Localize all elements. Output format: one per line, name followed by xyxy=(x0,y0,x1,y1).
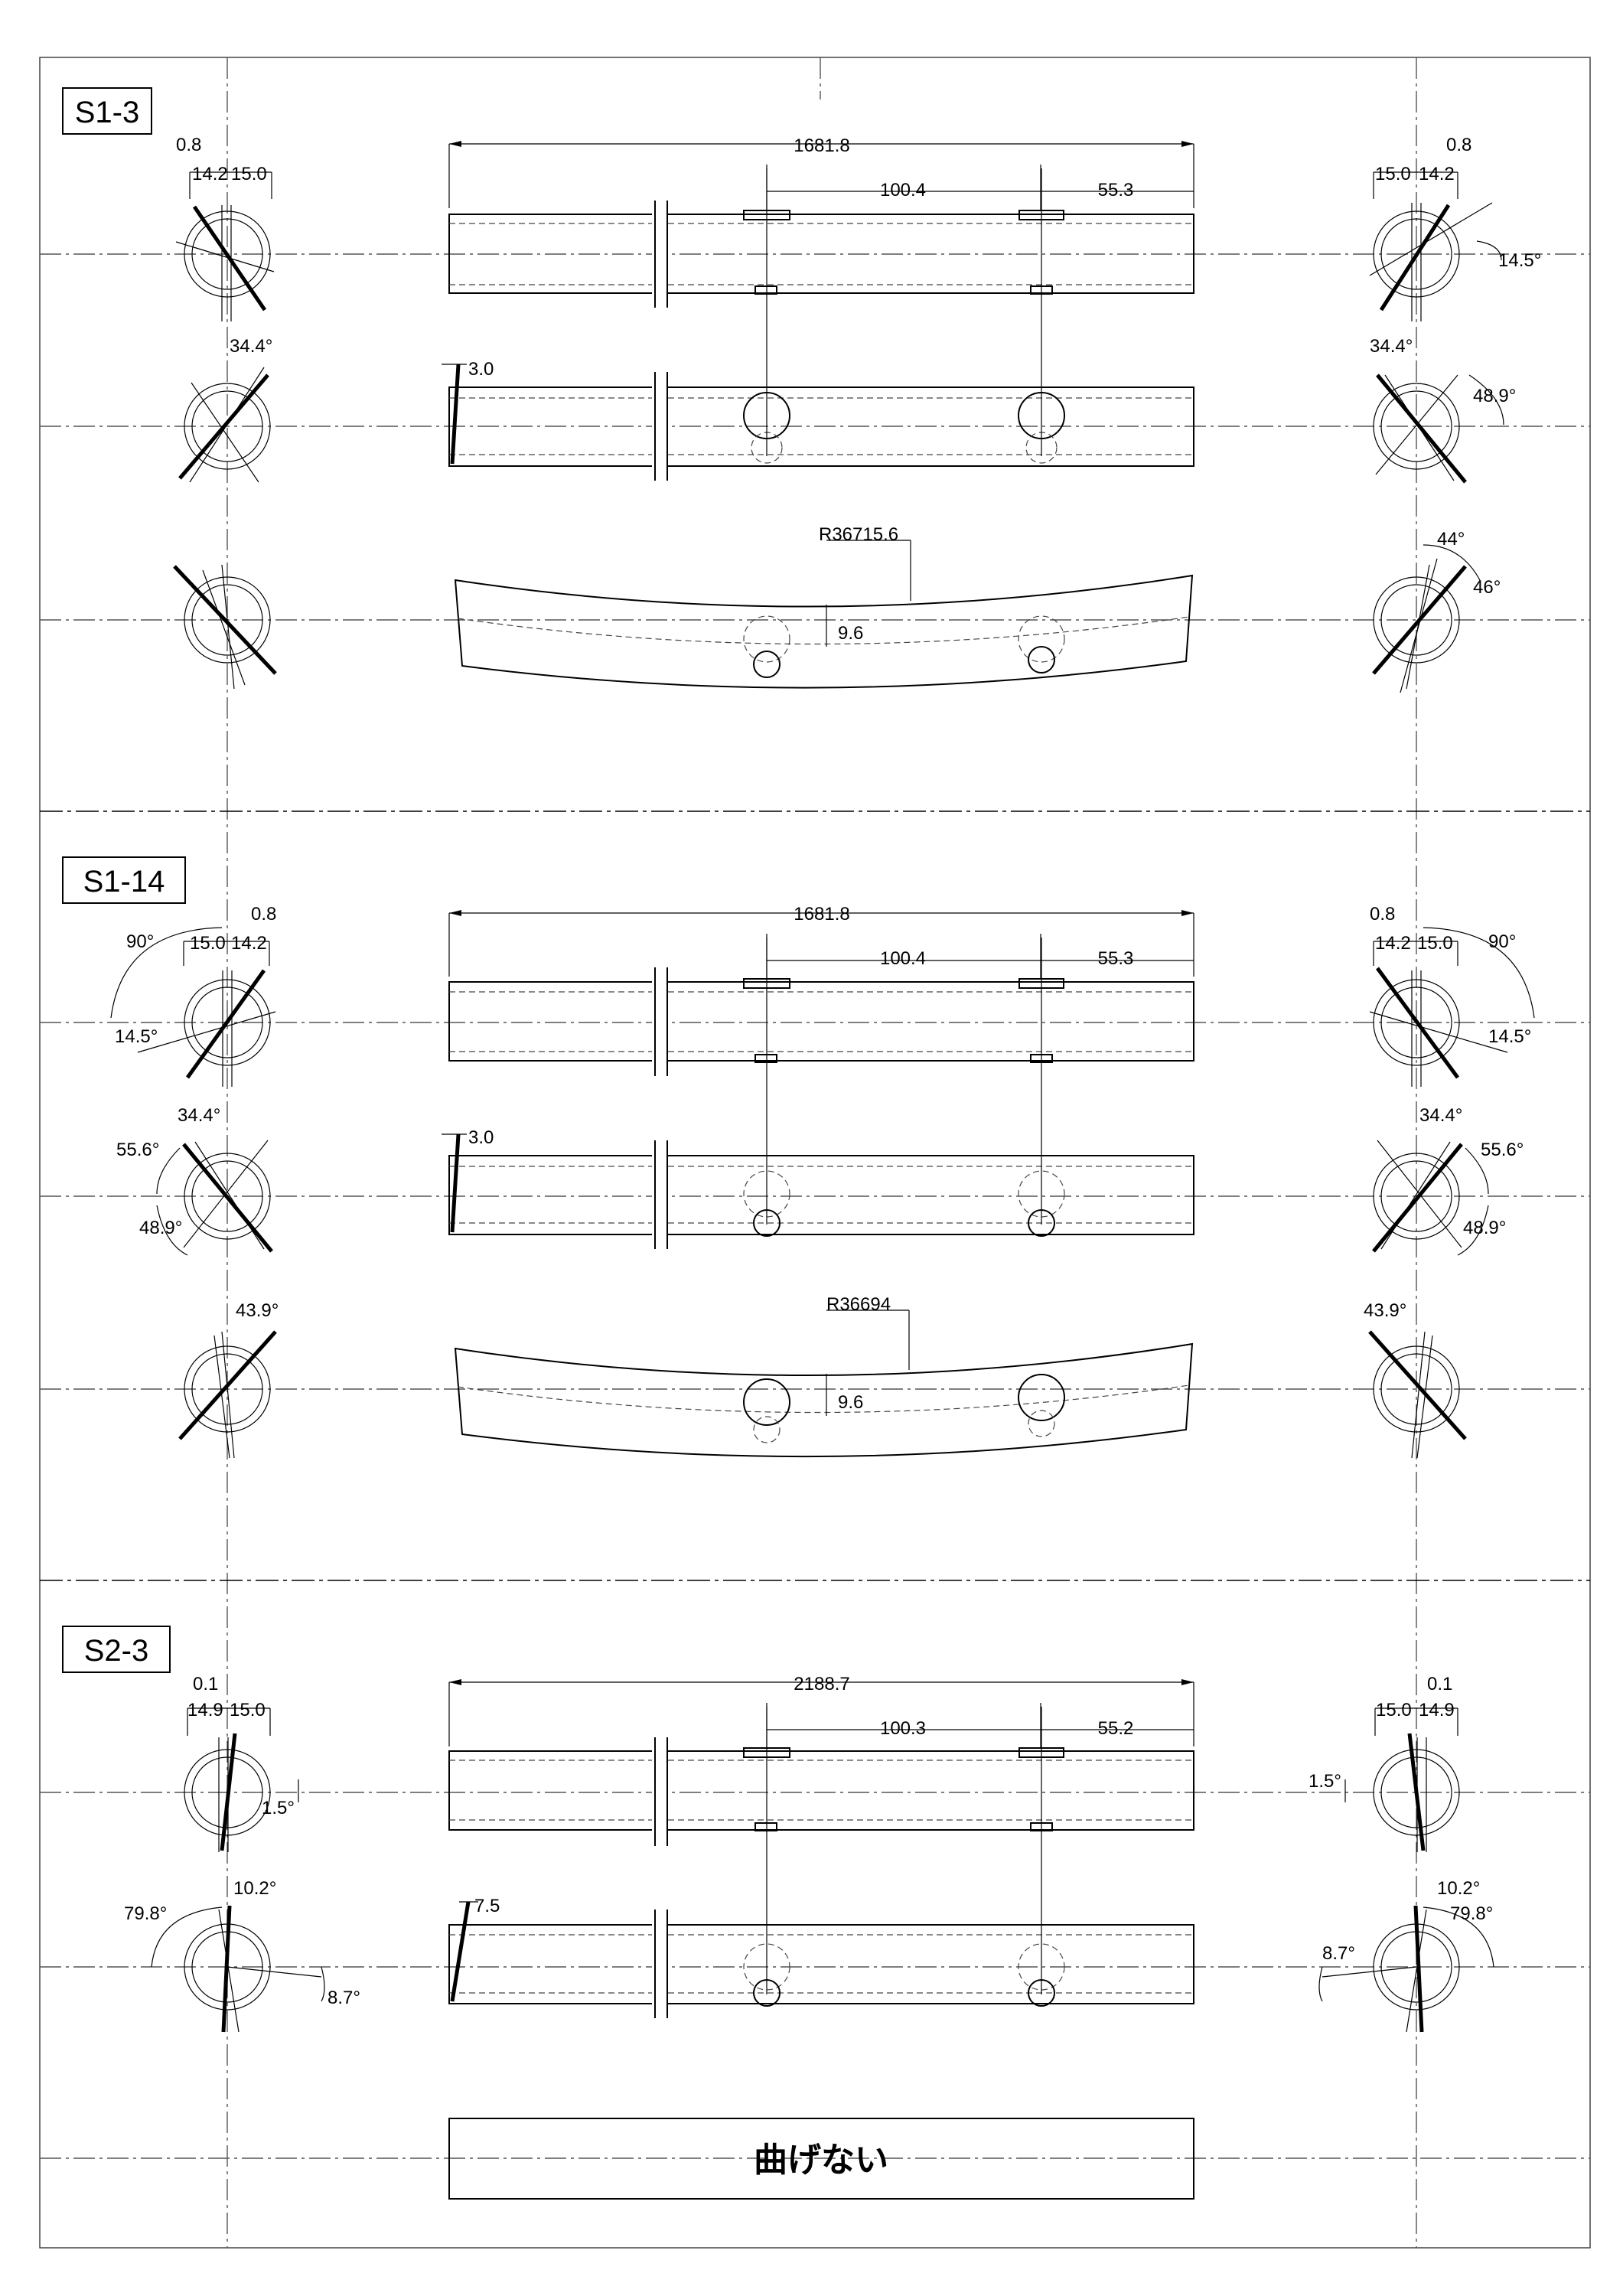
left-end-views-s2-3: 0.1 14.9 15.0 1.5° 10.2° 79.8° 8.7° xyxy=(124,1674,360,2033)
right-offset: 0.8 xyxy=(1370,904,1395,925)
right-angle-top: 14.5° xyxy=(1498,250,1541,271)
left-end-views-s1-3: 0.8 14.2 15.0 34.4° xyxy=(173,135,277,690)
length-dim: 1681.8 xyxy=(794,904,849,925)
right-angle-mid3: 8.7° xyxy=(1322,1943,1355,1964)
left-angle-mid1: 10.2° xyxy=(233,1878,276,1899)
right-end-views-s1-14: 0.8 14.2 15.0 90° 14.5° 34.4° 55.6° 48.9… xyxy=(1364,904,1535,1459)
left-angle-mid3: 8.7° xyxy=(328,1988,360,2008)
no-bend-box xyxy=(448,2118,1194,2200)
global-centerlines xyxy=(227,57,1417,2248)
sag-dim: 9.6 xyxy=(838,623,863,644)
section-label: S2-3 xyxy=(84,1634,149,1668)
right-angle-bot2: 46° xyxy=(1473,577,1501,598)
left-d1: 14.9 xyxy=(187,1700,223,1720)
mid-view-s1-3: 3.0 xyxy=(442,168,1194,481)
right-angle-mid1: 10.2° xyxy=(1437,1878,1480,1899)
left-angle-mid2: 55.6° xyxy=(116,1140,159,1160)
end-offset-dim: 55.3 xyxy=(1098,948,1134,969)
sheet-frame xyxy=(39,57,1591,2249)
left-d1: 14.2 xyxy=(192,164,228,184)
section-label: S1-14 xyxy=(83,865,165,899)
section-s1-14: S1-14 1681.8 100.4 55.3 xyxy=(40,856,1590,1459)
end-offset-dim: 55.3 xyxy=(1098,180,1134,201)
section-s1-3: S1-3 1681.8 100.4 55.3 xyxy=(40,87,1590,693)
top-view-s1-14: 1681.8 100.4 55.3 xyxy=(448,904,1194,1076)
left-angle-mid2: 79.8° xyxy=(124,1903,167,1924)
left-angle-bot: 43.9° xyxy=(236,1300,279,1321)
left-end-views-s1-14: 0.8 15.0 14.2 90° 14.5° 34.4° 55.6° 48.9… xyxy=(110,904,279,1459)
right-d2: 14.9 xyxy=(1419,1700,1455,1720)
right-end-views-s2-3: 0.1 15.0 14.9 1.5° 10.2° 79.8° 8.7° xyxy=(1309,1674,1494,2033)
right-angle-mid1: 34.4° xyxy=(1419,1105,1462,1126)
section-label-box xyxy=(62,856,186,904)
section-label: S1-3 xyxy=(75,96,140,129)
section-label-box xyxy=(62,1626,171,1673)
bottom-view-s1-3: 9.6 R36715.6 xyxy=(454,524,1194,689)
end-offset-dim: 55.2 xyxy=(1098,1718,1134,1739)
bevel-dim: 7.5 xyxy=(474,1896,500,1916)
mid-view-s2-3: 7.5 xyxy=(448,1707,1194,2018)
bottom-view-s1-14: 9.6 R36694 xyxy=(454,1294,1194,1458)
left-d1: 15.0 xyxy=(190,933,226,954)
left-angle-mid1: 34.4° xyxy=(178,1105,220,1126)
section-s2-3: S2-3 2188.7 100.3 55.2 xyxy=(40,1626,1590,2200)
right-d1: 15.0 xyxy=(1375,164,1411,184)
left-d2: 14.2 xyxy=(231,933,267,954)
right-d2: 14.2 xyxy=(1419,164,1455,184)
length-dim: 2188.7 xyxy=(794,1674,849,1694)
left-d2: 15.0 xyxy=(230,1700,266,1720)
right-angle-mid2: 79.8° xyxy=(1450,1903,1493,1924)
right-angle-top2: 14.5° xyxy=(1488,1026,1531,1047)
right-d1: 14.2 xyxy=(1375,933,1411,954)
right-angle-mid2: 48.9° xyxy=(1473,386,1516,406)
sag-dim: 9.6 xyxy=(838,1392,863,1413)
bevel-dim: 3.0 xyxy=(468,359,494,380)
left-angle-mid: 34.4° xyxy=(230,336,272,357)
left-offset: 0.8 xyxy=(251,904,276,925)
pitch-dim: 100.4 xyxy=(880,948,926,969)
right-angle-top1: 90° xyxy=(1488,931,1516,952)
length-dim: 1681.8 xyxy=(794,135,849,156)
radius-dim: R36694 xyxy=(826,1294,891,1315)
right-offset: 0.8 xyxy=(1446,135,1471,155)
right-angle-bot: 43.9° xyxy=(1364,1300,1406,1321)
section-label-box xyxy=(62,87,152,135)
pitch-dim: 100.4 xyxy=(880,180,926,201)
radius-dim: R36715.6 xyxy=(819,524,898,545)
right-d1: 15.0 xyxy=(1376,1700,1412,1720)
left-angle-top2: 14.5° xyxy=(115,1026,158,1047)
bevel-dim: 3.0 xyxy=(468,1127,494,1148)
right-angle-mid3: 48.9° xyxy=(1463,1218,1506,1238)
top-view-s2-3: 2188.7 100.3 55.2 xyxy=(448,1674,1194,1846)
no-bend-note: 曲げない xyxy=(754,2141,888,2179)
left-angle-top: 1.5° xyxy=(262,1798,295,1818)
mid-view-s1-14: 3.0 xyxy=(442,938,1194,1249)
right-d2: 15.0 xyxy=(1417,933,1453,954)
right-angle-bot1: 44° xyxy=(1437,529,1465,550)
top-view-s1-3: 1681.8 100.4 55.3 xyxy=(448,135,1194,308)
right-angle-top: 1.5° xyxy=(1309,1771,1341,1792)
left-d2: 15.0 xyxy=(231,164,267,184)
left-angle-mid3: 48.9° xyxy=(139,1218,182,1238)
right-end-views-s1-3: 0.8 15.0 14.2 14.5° 34.4° 48.9° 44° 46° xyxy=(1369,135,1541,693)
right-offset: 0.1 xyxy=(1427,1674,1452,1694)
right-angle-mid1: 34.4° xyxy=(1370,336,1413,357)
pitch-dim: 100.3 xyxy=(880,1718,926,1739)
right-angle-mid2: 55.6° xyxy=(1481,1140,1524,1160)
left-offset: 0.1 xyxy=(193,1674,218,1694)
left-offset: 0.8 xyxy=(176,135,201,155)
left-angle-top1: 90° xyxy=(126,931,154,952)
